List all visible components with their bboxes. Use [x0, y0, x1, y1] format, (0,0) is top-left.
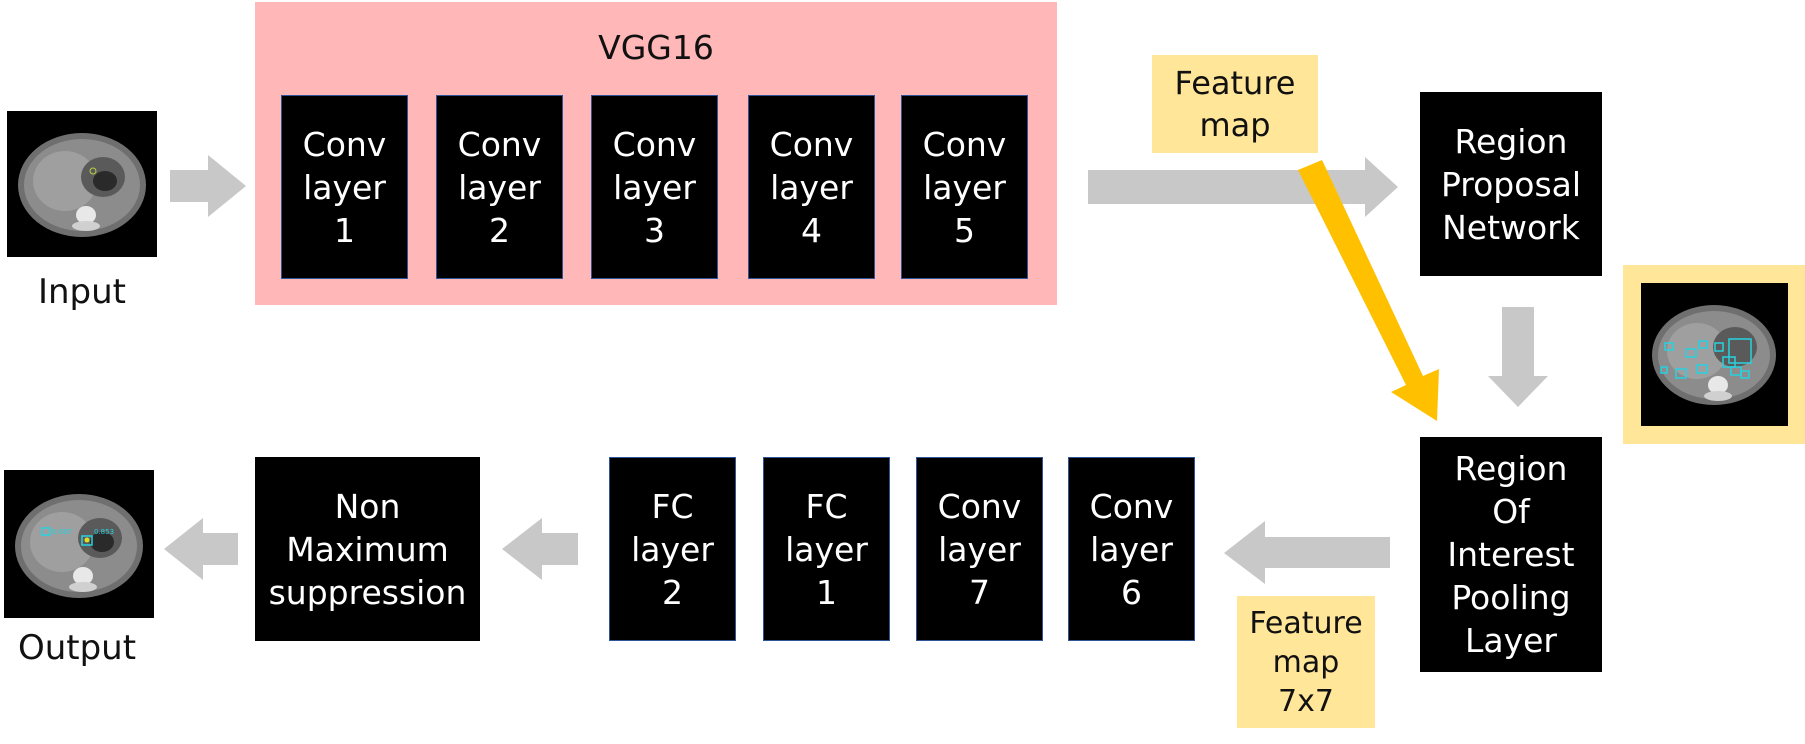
- output-score-1: 0.687: [52, 528, 72, 536]
- arrow-feature-map-to-roi: [1298, 160, 1439, 421]
- output-ct-image: 0.687 0.853: [4, 470, 154, 618]
- input-label: Input: [37, 272, 127, 312]
- arrow-roi-to-conv6: [1224, 521, 1390, 584]
- arrow-fc2-to-nms: [502, 518, 578, 580]
- output-score-2: 0.853: [94, 528, 114, 536]
- arrow-vgg-to-rpn: [1088, 157, 1398, 217]
- input-ct-image: [7, 111, 157, 257]
- region-proposals-ct-image: [1641, 283, 1788, 426]
- arrow-nms-to-output: [164, 518, 238, 580]
- arrow-input-to-vgg: [170, 155, 246, 217]
- output-label: Output: [17, 628, 137, 668]
- arrow-rpn-to-roi: [1488, 307, 1548, 407]
- vgg16-title: VGG16: [598, 28, 714, 67]
